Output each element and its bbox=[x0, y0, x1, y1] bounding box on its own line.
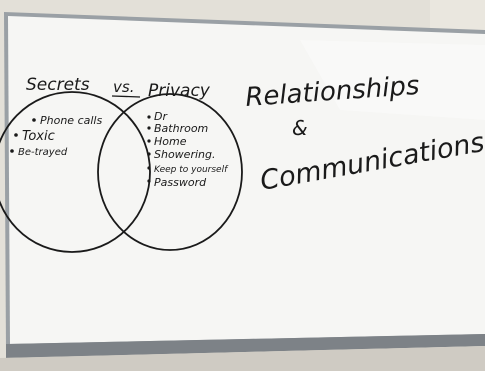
board-glare bbox=[300, 40, 485, 120]
secrets-item-phone-calls: Phone calls bbox=[40, 114, 102, 127]
privacy-item-keep-to-yourself: Keep to yourself bbox=[154, 165, 229, 175]
privacy-item-dr: Dr bbox=[154, 110, 168, 123]
bullet bbox=[147, 139, 151, 143]
secrets-item-toxic: Toxic bbox=[22, 129, 55, 144]
bullet bbox=[32, 118, 36, 122]
bullet bbox=[147, 152, 151, 156]
marker-tray bbox=[6, 334, 485, 358]
bullet bbox=[147, 166, 151, 170]
secrets-list: Phone calls Toxic Be-trayed bbox=[10, 114, 102, 158]
title-ampersand: & bbox=[292, 116, 308, 140]
secrets-item-betrayed: Be-trayed bbox=[18, 147, 68, 158]
bullet bbox=[10, 149, 14, 153]
privacy-item-password: Password bbox=[154, 176, 207, 189]
whiteboard-surface bbox=[8, 16, 485, 344]
lower-wall bbox=[0, 346, 485, 371]
bullet bbox=[147, 126, 151, 130]
privacy-circle bbox=[97, 93, 243, 251]
privacy-item-home: Home bbox=[154, 135, 187, 148]
bullet bbox=[14, 133, 18, 137]
privacy-item-bathroom: Bathroom bbox=[154, 122, 208, 135]
bullet bbox=[147, 179, 151, 183]
vs-underline bbox=[111, 95, 141, 98]
bullet bbox=[147, 115, 151, 119]
privacy-item-showering: Showering. bbox=[154, 148, 215, 161]
heading-secrets: Secrets bbox=[26, 75, 90, 95]
privacy-list: Dr Bathroom Home Showering. Keep to your… bbox=[147, 110, 229, 189]
heading-privacy: Privacy bbox=[148, 81, 211, 101]
heading-vs: vs. bbox=[113, 78, 134, 96]
secrets-circle bbox=[0, 91, 151, 253]
